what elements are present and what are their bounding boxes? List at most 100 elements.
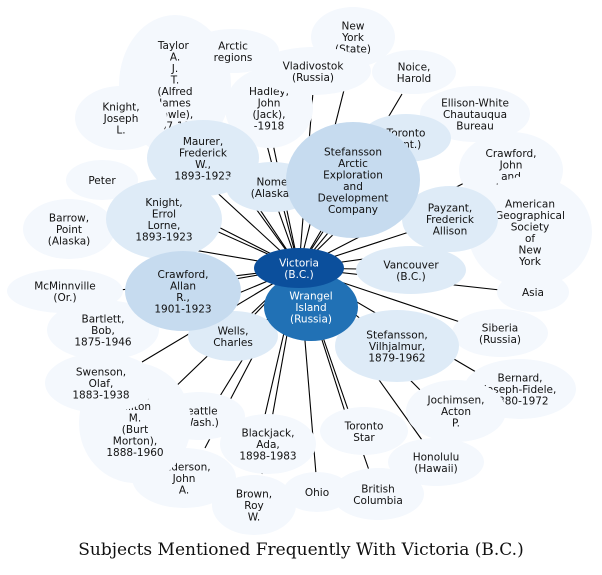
- node-label-swenson: Olaf,: [89, 378, 114, 390]
- node-bubble-toronto-star: [320, 407, 408, 455]
- node-bubble-ellison: [420, 86, 530, 142]
- node-label-vancouver: Vancouver: [383, 259, 439, 271]
- node-asia[interactable]: Asia: [497, 272, 569, 312]
- node-bubble-mcminnville: [7, 269, 123, 313]
- node-label-noice: Harold: [397, 73, 431, 85]
- node-stefansson-v[interactable]: Stefansson,Vilhjalmur,1879-1962: [335, 310, 459, 382]
- node-label-bernard: 1880-1972: [491, 396, 548, 408]
- node-label-taylor: Taylor,: [157, 40, 192, 52]
- node-bubble-asia: [497, 272, 569, 312]
- node-label-american-geo: of: [525, 233, 535, 245]
- node-bubble-knight-joseph: [75, 86, 167, 150]
- node-label-jochimsen: Jochimsen,: [426, 395, 484, 407]
- node-label-ellison: Chautauqua: [443, 109, 507, 121]
- node-blackjack[interactable]: Blackjack,Ada,1898-1983: [220, 414, 316, 474]
- node-vancouver[interactable]: Vancouver(B.C.): [356, 246, 466, 294]
- node-stefansson-arctic[interactable]: StefanssonArcticExplorationandDevelopmen…: [286, 122, 420, 238]
- node-label-maurer: Maurer,: [183, 136, 223, 148]
- node-noice[interactable]: Noice,Harold: [372, 50, 456, 94]
- node-label-stefansson-arctic: Exploration: [323, 169, 383, 181]
- node-vladivostok[interactable]: Vladivostok(Russia): [255, 47, 371, 95]
- node-siberia[interactable]: Siberia(Russia): [452, 309, 548, 357]
- node-label-toronto-star: Toronto: [344, 420, 384, 432]
- node-label-jochimsen: P.: [452, 418, 460, 430]
- node-label-maurer: Frederick: [179, 147, 228, 159]
- node-label-stefansson-v: Stefansson,: [366, 330, 427, 342]
- node-bubble-stefansson-arctic: [286, 122, 420, 238]
- node-label-stefansson-arctic: Development: [318, 192, 389, 204]
- node-bubble-peter: [66, 160, 138, 200]
- node-honolulu[interactable]: Honolulu(Hawaii): [388, 438, 484, 486]
- node-label-wells: Wells,: [218, 325, 249, 337]
- node-label-payzant: Payzant,: [428, 203, 473, 215]
- node-label-knight-errol: Lorne,: [148, 220, 181, 232]
- node-label-bartlett: Bob,: [91, 325, 115, 337]
- node-label-barrow: Barrow,: [49, 213, 89, 225]
- node-label-bartlett: Bartlett,: [81, 314, 124, 326]
- node-label-hadley: John: [257, 97, 281, 109]
- node-bubble-stefansson-v: [335, 310, 459, 382]
- node-victoria[interactable]: Victoria(B.C.): [254, 248, 344, 288]
- node-barrow[interactable]: Barrow,Point(Alaska): [23, 199, 115, 259]
- node-label-asia: Asia: [522, 287, 544, 299]
- node-peter[interactable]: Peter: [66, 160, 138, 200]
- node-bubble-barrow: [23, 199, 115, 259]
- node-label-ellison: Ellison-White: [441, 98, 509, 110]
- node-label-american-geo: American: [505, 198, 555, 210]
- node-label-arctic-regions: regions: [214, 52, 253, 64]
- node-label-anderson: John: [172, 473, 196, 485]
- node-label-maurer: 1893-1923: [174, 170, 231, 182]
- node-bubble-blackjack: [220, 414, 316, 474]
- node-label-taylor: (Alfred: [157, 86, 192, 98]
- node-label-british-columbia: British: [361, 483, 395, 495]
- node-label-wrangel: Wrangel: [289, 291, 332, 303]
- node-label-galle: (Burt: [122, 424, 148, 436]
- node-label-honolulu: (Hawaii): [414, 463, 457, 475]
- node-label-blackjack: Ada,: [256, 439, 279, 451]
- node-bubble-payzant: [402, 186, 498, 252]
- node-bubble-brown: [212, 475, 296, 535]
- node-label-nome: Nome: [257, 176, 288, 188]
- node-label-blackjack: Blackjack,: [242, 428, 295, 440]
- node-mcminnville[interactable]: McMinnville(Or.): [7, 269, 123, 313]
- node-label-knight-errol: 1893-1923: [135, 231, 192, 243]
- node-label-stefansson-arctic: and: [343, 181, 363, 193]
- node-label-british-columbia: Columbia: [353, 495, 403, 507]
- node-label-stefansson-arctic: Arctic: [338, 158, 368, 170]
- node-label-wells: Charles: [213, 337, 253, 349]
- node-label-brown: Roy: [244, 500, 263, 512]
- node-bubble-arctic-regions: [187, 29, 279, 73]
- node-label-siberia: Siberia: [482, 322, 518, 334]
- node-ohio[interactable]: Ohio: [283, 472, 351, 512]
- node-label-taylor: A.: [170, 51, 180, 63]
- node-label-ellison: Bureau: [456, 121, 494, 133]
- node-label-blackjack: 1898-1983: [239, 451, 296, 463]
- node-label-honolulu: Honolulu: [413, 451, 460, 463]
- node-label-taylor: J.: [171, 63, 178, 75]
- node-label-toronto-star: Star: [353, 432, 375, 444]
- node-label-galle: 1888-1960: [106, 447, 163, 459]
- node-swenson[interactable]: Swenson,Olaf,1883-1938: [45, 353, 157, 413]
- node-bartlett[interactable]: Bartlett,Bob,1875-1946: [47, 300, 159, 360]
- node-label-bernard: Bernard,: [497, 373, 542, 385]
- node-label-brown: W.: [248, 512, 261, 524]
- node-label-barrow: (Alaska): [48, 236, 91, 248]
- node-label-american-geo: York: [518, 256, 542, 268]
- node-label-american-geo: Geographical: [495, 210, 565, 222]
- node-label-crawford-allan: Allan: [170, 280, 196, 292]
- node-label-noice: Noice,: [398, 61, 431, 73]
- node-label-mcminnville: McMinnville: [34, 280, 96, 292]
- node-bubble-jochimsen: [406, 380, 506, 442]
